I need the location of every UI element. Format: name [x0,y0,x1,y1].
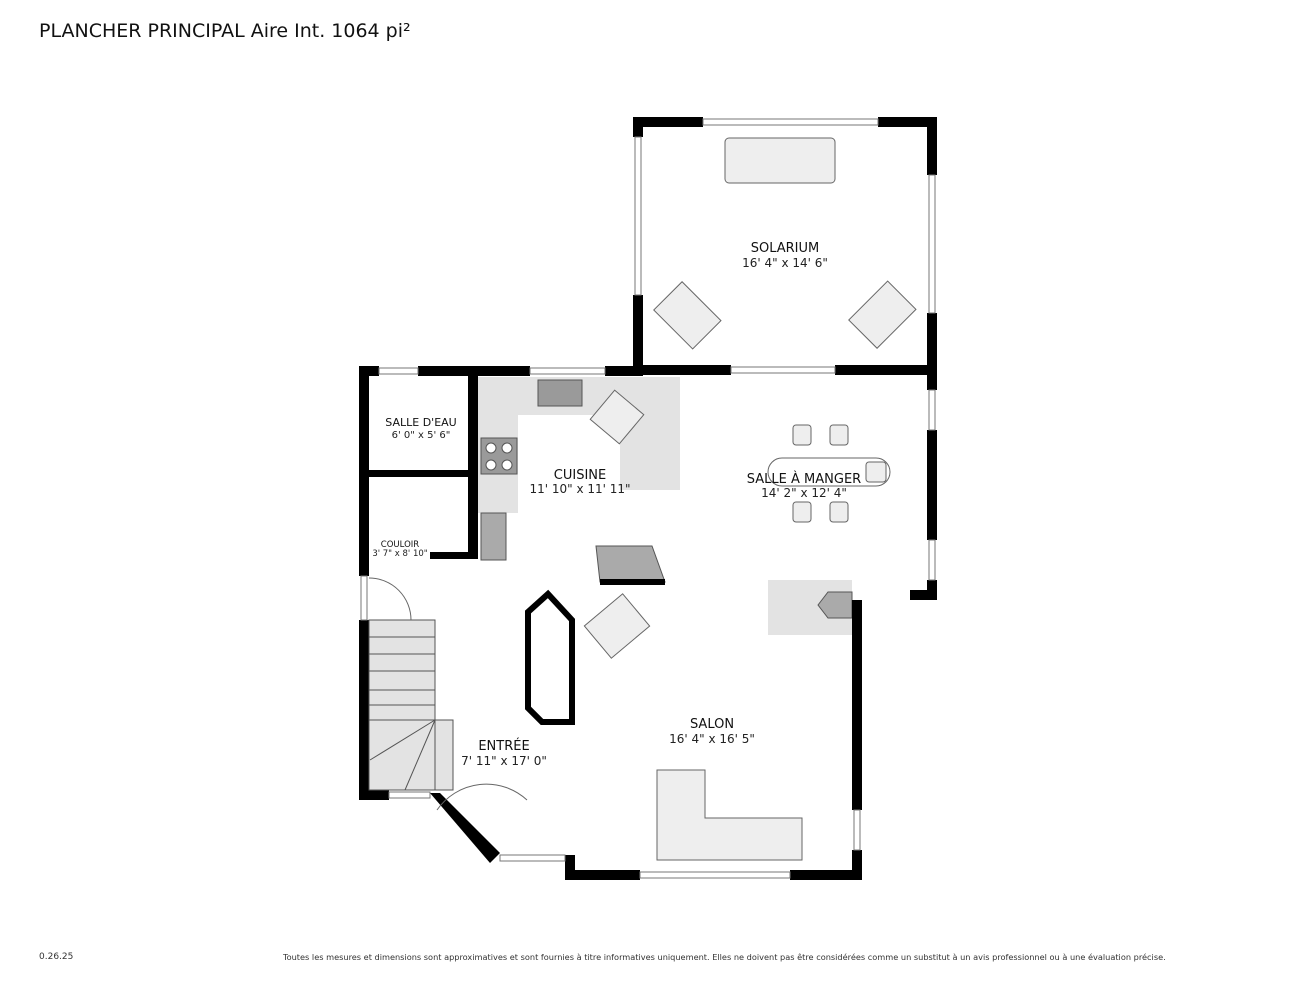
svg-text:SALON: SALON [690,717,734,732]
sofa-icon [724,137,836,184]
armchair-icon [848,280,917,349]
windows [360,118,936,879]
version-label: 0.26.25 [39,952,74,962]
armchair-icon [653,281,722,350]
room-labels: SOLARIUM 16' 4" x 14' 6" SALLE D'EAU 6' … [372,241,861,768]
dining-table-icon [767,457,891,487]
svg-text:CUISINE: CUISINE [554,468,606,483]
walls [359,117,937,880]
svg-text:11' 10" x 11' 11": 11' 10" x 11' 11" [529,482,630,496]
svg-text:SOLARIUM: SOLARIUM [751,241,820,256]
stove-icon [480,437,518,475]
svg-text:COULOIR: COULOIR [381,540,419,550]
svg-text:6' 0" x 5' 6": 6' 0" x 5' 6" [392,430,451,441]
appliances [480,379,853,619]
stairs [368,619,454,791]
svg-text:16' 4" x 16' 5": 16' 4" x 16' 5" [669,732,755,746]
floor-title: PLANCHER PRINCIPAL Aire Int. 1064 pi² [39,20,411,42]
svg-text:SALLE D'EAU: SALLE D'EAU [385,416,456,429]
disclaimer-text: Toutes les mesures et dimensions sont ap… [283,952,1166,962]
svg-text:7' 11" x 17' 0": 7' 11" x 17' 0" [461,754,547,768]
svg-text:14' 2" x 12' 4": 14' 2" x 12' 4" [761,486,847,500]
sectional-sofa-icon [656,769,803,861]
svg-text:3' 7" x 8' 10": 3' 7" x 8' 10" [372,549,427,559]
svg-text:SALLE À MANGER: SALLE À MANGER [747,471,861,487]
svg-text:ENTRÉE: ENTRÉE [478,738,529,754]
svg-text:16' 4" x 14' 6": 16' 4" x 14' 6" [742,256,828,270]
furniture [368,137,917,861]
sink-icon [537,379,583,407]
